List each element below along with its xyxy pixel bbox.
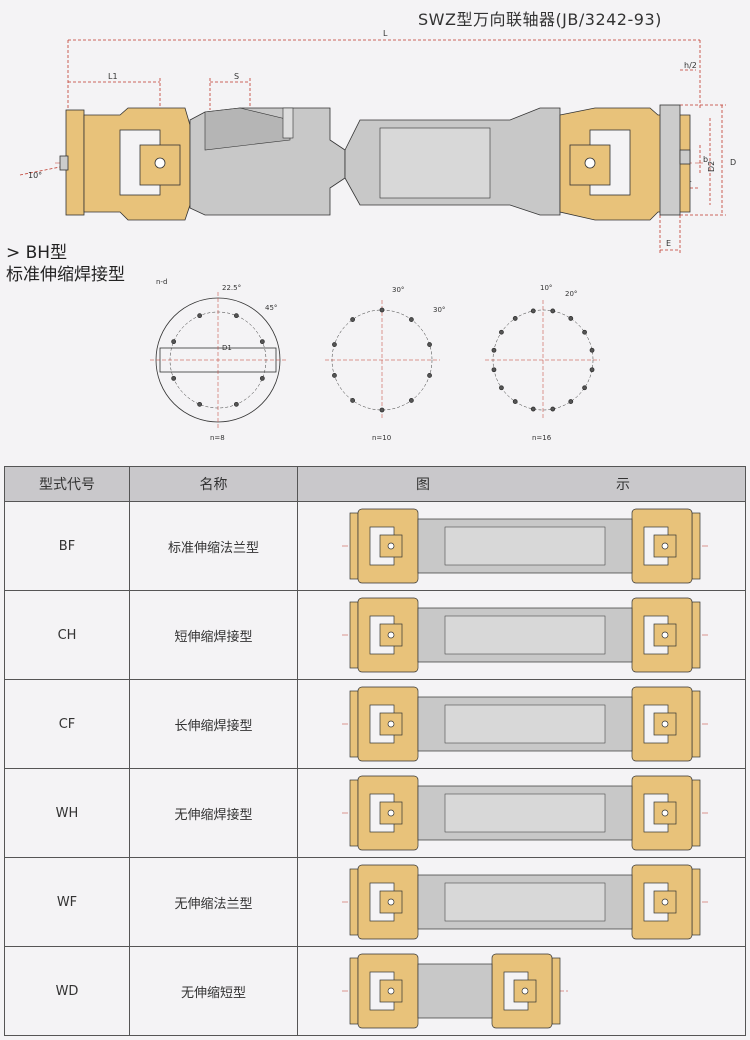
type-code-cell: WF bbox=[4, 857, 130, 947]
bolt-hole bbox=[233, 313, 239, 319]
bolt-hole bbox=[491, 347, 497, 353]
type-illustration-cell bbox=[297, 857, 746, 947]
bolt-hole bbox=[408, 317, 414, 322]
dim-label-h2: h/2 bbox=[684, 61, 697, 70]
flange-caption-n16: n=16 bbox=[532, 434, 552, 442]
svg-text:30°: 30° bbox=[392, 286, 404, 294]
header-name: 名称 bbox=[129, 466, 298, 502]
dim-label-L: L bbox=[383, 29, 388, 38]
svg-text:22.5°: 22.5° bbox=[222, 284, 241, 292]
svg-text:n-d: n-d bbox=[156, 278, 167, 286]
dim-label-S: S bbox=[234, 72, 239, 81]
flange-caption-n8: n=8 bbox=[210, 434, 225, 442]
header-figure: 图 示 bbox=[297, 466, 746, 502]
flange-pattern-n10: n=10 30° 30° bbox=[325, 286, 445, 442]
svg-text:20°: 20° bbox=[565, 290, 577, 298]
bolt-hole bbox=[259, 339, 265, 345]
bolt-hole bbox=[171, 339, 177, 345]
type-name-cell: 短伸缩焊接型 bbox=[129, 590, 298, 680]
flange-pattern-n8: n=8 22.5° 45° n-d D1 bbox=[150, 278, 286, 442]
bolt-hole bbox=[550, 308, 556, 314]
coupling-illustration bbox=[341, 953, 568, 1029]
table-header-row: 型式代号 名称 图 示 bbox=[4, 466, 746, 502]
type-code-cell: CF bbox=[4, 679, 130, 769]
type-code-cell: WH bbox=[4, 768, 130, 858]
svg-text:45°: 45° bbox=[265, 304, 277, 312]
bolt-hole bbox=[499, 385, 504, 391]
bolt-hole bbox=[427, 342, 432, 347]
type-name-cell: 标准伸缩法兰型 bbox=[129, 501, 298, 591]
flange-bolt-patterns: n=8 22.5° 45° n-d D1 n=10 30° 30° n=16 1… bbox=[150, 278, 600, 442]
document-title: SWZ型万向联轴器(JB/3242-93) bbox=[418, 10, 662, 29]
bolt-hole bbox=[530, 308, 536, 314]
bolt-hole bbox=[499, 329, 504, 335]
bh-subtitle: 标准伸缩焊接型 bbox=[6, 265, 125, 285]
dim-label-E: E bbox=[666, 239, 671, 248]
bh-type-label: > BH型 bbox=[6, 243, 68, 263]
header-type-code: 型式代号 bbox=[4, 466, 130, 502]
type-illustration-cell bbox=[297, 501, 746, 591]
bh-section-title: > BH型 标准伸缩焊接型 bbox=[6, 242, 125, 286]
type-name-cell: 无伸缩法兰型 bbox=[129, 857, 298, 947]
bolt-hole bbox=[512, 316, 518, 321]
svg-text:30°: 30° bbox=[433, 306, 445, 314]
bolt-hole bbox=[350, 317, 356, 322]
type-illustration-cell bbox=[297, 768, 746, 858]
type-illustration-cell bbox=[297, 679, 746, 769]
type-code-cell: BF bbox=[4, 501, 130, 591]
bolt-hole bbox=[379, 407, 385, 413]
bolt-hole bbox=[427, 373, 432, 378]
bolt-hole bbox=[332, 342, 337, 347]
bolt-hole bbox=[233, 401, 239, 407]
dim-label-angle: 10° bbox=[28, 171, 42, 180]
bolt-hole bbox=[350, 398, 356, 403]
bolt-hole bbox=[568, 316, 574, 321]
bolt-hole bbox=[491, 367, 497, 373]
bolt-hole bbox=[530, 406, 536, 412]
type-illustration-cell bbox=[297, 946, 746, 1036]
type-name-cell: 无伸缩短型 bbox=[129, 946, 298, 1036]
bolt-hole bbox=[589, 367, 595, 373]
bolt-hole bbox=[408, 398, 414, 403]
type-name-cell: 无伸缩焊接型 bbox=[129, 768, 298, 858]
type-illustration-cell bbox=[297, 590, 746, 680]
bolt-hole bbox=[550, 406, 556, 412]
dim-label-L1: L1 bbox=[108, 72, 118, 81]
dim-label-D: D bbox=[730, 158, 736, 167]
bolt-hole bbox=[197, 401, 203, 407]
bolt-hole bbox=[582, 329, 587, 335]
bolt-hole bbox=[197, 313, 203, 319]
type-code-cell: CH bbox=[4, 590, 130, 680]
coupling-illustration bbox=[341, 686, 708, 762]
bolt-hole bbox=[568, 399, 574, 404]
coupling-illustration bbox=[341, 508, 708, 584]
bolt-hole bbox=[582, 385, 587, 391]
type-name-cell: 长伸缩焊接型 bbox=[129, 679, 298, 769]
bolt-hole bbox=[332, 373, 337, 378]
bolt-hole bbox=[512, 399, 518, 404]
bolt-hole bbox=[589, 347, 595, 353]
coupling-illustration bbox=[341, 864, 708, 940]
bolt-hole bbox=[259, 375, 265, 381]
bolt-hole bbox=[379, 307, 385, 313]
type-code-cell: WD bbox=[4, 946, 130, 1036]
svg-text:D1: D1 bbox=[222, 344, 232, 352]
dim-label-b: b bbox=[703, 155, 708, 164]
coupling-illustration bbox=[341, 775, 708, 851]
coupling-illustration bbox=[341, 597, 708, 673]
svg-text:10°: 10° bbox=[540, 284, 552, 292]
flange-caption-n10: n=10 bbox=[372, 434, 391, 442]
bolt-hole bbox=[171, 375, 177, 381]
main-assembly-drawing: L L1 S h/2 b D2 D E1 E D3 10° bbox=[19, 29, 736, 255]
dim-label-D2: D2 bbox=[707, 161, 716, 172]
flange-pattern-n16: n=16 10° 20° bbox=[485, 284, 600, 442]
